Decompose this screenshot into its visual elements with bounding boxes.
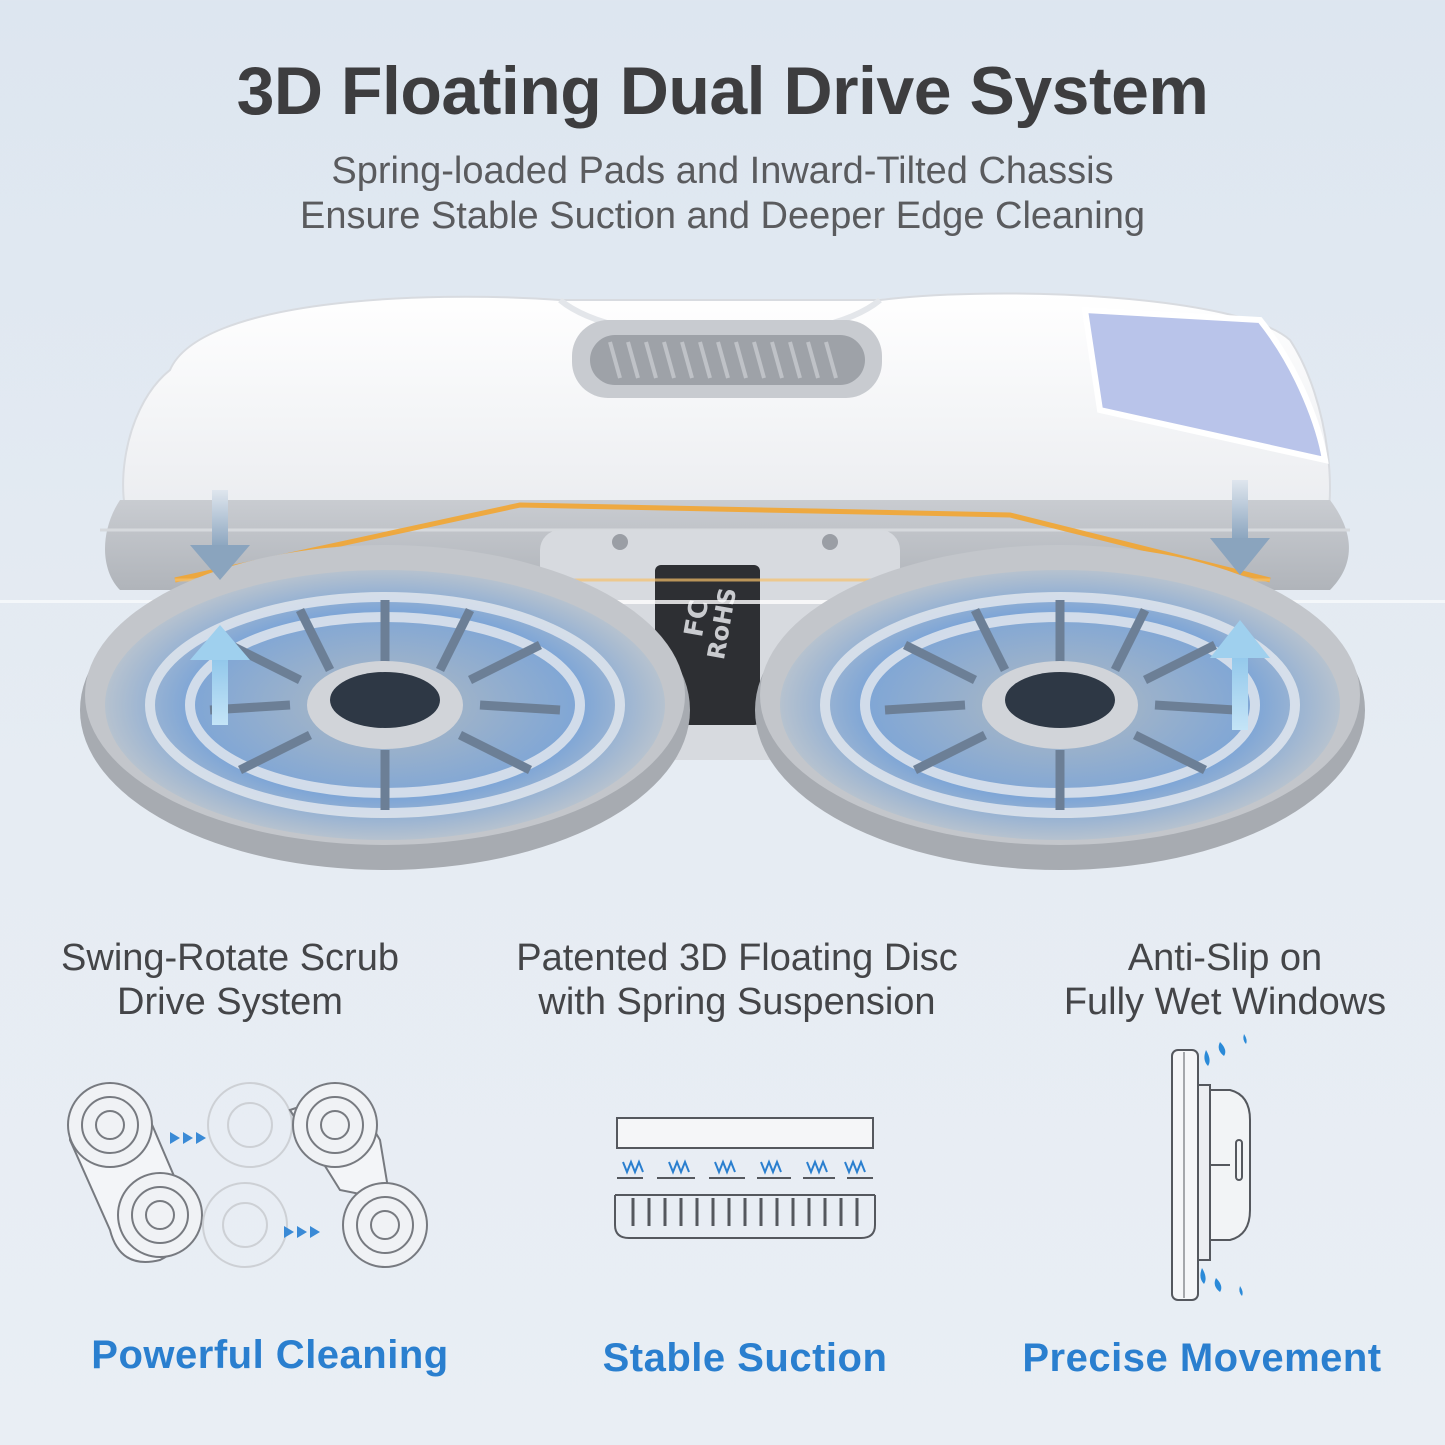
robot-product-image: FC RoHS [0,292,1445,870]
feature-3-title-line-2: Fully Wet Windows [1063,981,1387,1023]
feature-2-title-line-1: Patented 3D Floating Disc [516,937,958,979]
feature-1-title-line-1: Swing-Rotate Scrub [61,937,399,979]
feature-3-label: Precise Movement [1022,1336,1382,1380]
fcc-label: FC [679,598,715,639]
feature-2-title: Patented 3D Floating Disc with Spring Su… [497,936,977,1024]
feature-2-title-line-2: with Spring Suspension [538,981,936,1023]
swing-rotate-diagram-icon [67,1082,428,1268]
feature-3-title-line-1: Anti-Slip on [1127,937,1323,979]
feature-1-title-line-2: Drive System [117,981,343,1023]
wet-window-robot-icon [1171,1034,1251,1301]
up-arrow-left-icon [190,625,250,725]
feature-1-title: Swing-Rotate Scrub Drive System [0,936,470,1024]
down-arrow-right-icon [1210,480,1270,575]
down-arrow-left-icon [190,490,250,580]
left-scrub-disc [80,545,690,870]
feature-2-label: Stable Suction [602,1336,888,1380]
subtitle-line-2: Ensure Stable Suction and Deeper Edge Cl… [299,195,1146,237]
page-title: 3D Floating Dual Drive System [236,53,1209,129]
up-arrow-right-icon [1210,620,1270,730]
spring-suspension-icon [614,1117,876,1239]
right-scrub-disc [755,545,1365,870]
subtitle-line-1: Spring-loaded Pads and Inward-Tilted Cha… [331,150,1114,192]
feature-3-title: Anti-Slip on Fully Wet Windows [985,936,1445,1024]
feature-1-label: Powerful Cleaning [91,1333,449,1377]
